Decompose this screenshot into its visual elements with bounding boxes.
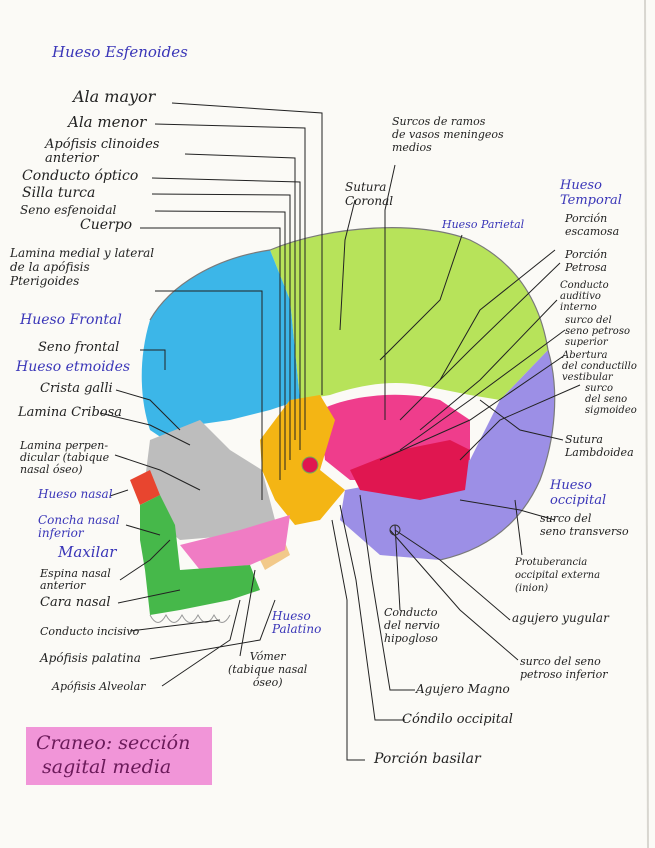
label-surco-petroso-superior: surco del seno petroso superior (565, 315, 630, 348)
palatine-bone (180, 515, 290, 570)
caption-line-1: Craneo: sección (36, 732, 191, 754)
label-lamina-perpendicular: Lamina perpen- dicular (tabique nasal ós… (20, 439, 110, 476)
label-apofisis-alveolar: Apófisis Alveolar (52, 680, 146, 693)
frontal-bone (141, 250, 300, 440)
label-hueso-frontal: Hueso Frontal (20, 312, 122, 328)
petrous-part (350, 440, 470, 500)
label-lamina-cribosa: Lamina Cribosa (18, 405, 123, 420)
caption-line-2: sagital media (42, 756, 172, 778)
label-apofisis-clinoides: Apófisis clinoides anterior (45, 137, 160, 166)
label-hueso-nasal: Hueso nasal (38, 487, 113, 501)
label-surco-sigmoideo: surco del seno sigmoideo (585, 383, 637, 416)
occipital-bone (340, 350, 555, 560)
label-agujero-yugular: agujero yugular (512, 611, 609, 625)
label-hueso-parietal: Hueso Parietal (442, 218, 525, 231)
label-hueso-etmoides: Hueso etmoides (16, 359, 131, 375)
caption-highlight (26, 727, 212, 785)
label-sutura-coronal: Sutura Coronal (345, 180, 394, 208)
label-seno-esfenoidal: Seno esfenoidal (20, 203, 117, 217)
label-espina-nasal: Espina nasal anterior (40, 567, 111, 592)
label-maxilar: Maxilar (58, 543, 117, 561)
label-sutura-lambdoidea: Sutura Lambdoidea (565, 433, 634, 459)
label-conducto-hipogloso: Conducto del nervio hipogloso (384, 606, 440, 645)
label-crista-galli: Crista galli (40, 381, 113, 396)
parietal-bone (270, 227, 548, 400)
label-conducto-optico: Conducto óptico (22, 168, 139, 184)
label-ala-menor: Ala menor (68, 113, 147, 131)
label-concha-nasal: Concha nasal inferior (38, 513, 120, 540)
label-porcion-basilar: Porción basilar (374, 751, 481, 767)
label-protuberancia: Protuberancia occipital externa (inion) (515, 557, 601, 594)
sphenoid-bone (260, 395, 345, 525)
nasal-bone (130, 470, 160, 505)
label-hueso-temporal: Hueso Temporal (560, 178, 622, 208)
label-apofisis-palatina: Apófisis palatina (40, 651, 141, 665)
label-surco-petroso-inferior: surco del seno petroso inferior (520, 655, 608, 681)
label-hueso-palatino: Hueso Palatino (272, 609, 322, 636)
label-seno-frontal: Seno frontal (38, 340, 120, 355)
label-lamina-pterigoides: Lamina medial y lateral de la apófisis P… (10, 246, 155, 288)
label-hueso-occipital: Hueso occipital (550, 478, 607, 508)
title: Hueso Esfenoides (52, 43, 188, 61)
label-agujero-magno: Agujero Magno (416, 682, 510, 696)
label-cara-nasal: Cara nasal (40, 595, 111, 610)
label-conducto-incisivo: Conducto incisivo (40, 625, 140, 638)
label-cuerpo: Cuerpo (80, 217, 133, 233)
ethmoid-bone (145, 420, 275, 540)
label-conducto-auditivo: Conducto auditivo interno (560, 280, 609, 313)
label-vomer: Vómer (tabique nasal óseo) (228, 650, 308, 689)
label-porcion-petrosa: Porción Petrosa (565, 248, 608, 274)
label-surcos-meningeos: Surcos de ramos de vasos meningeos medio… (392, 115, 504, 154)
label-surco-transverso: surco del seno transverso (540, 512, 629, 538)
label-abertura-vestibular: Abertura del conductillo vestibular (562, 350, 637, 383)
label-porcion-escamosa: Porción escamosa (565, 212, 620, 238)
label-condilo-occipital: Cóndilo occipital (402, 712, 513, 727)
label-silla-turca: Silla turca (22, 185, 96, 201)
maxilla-bone (140, 495, 260, 615)
label-ala-mayor: Ala mayor (73, 87, 156, 106)
